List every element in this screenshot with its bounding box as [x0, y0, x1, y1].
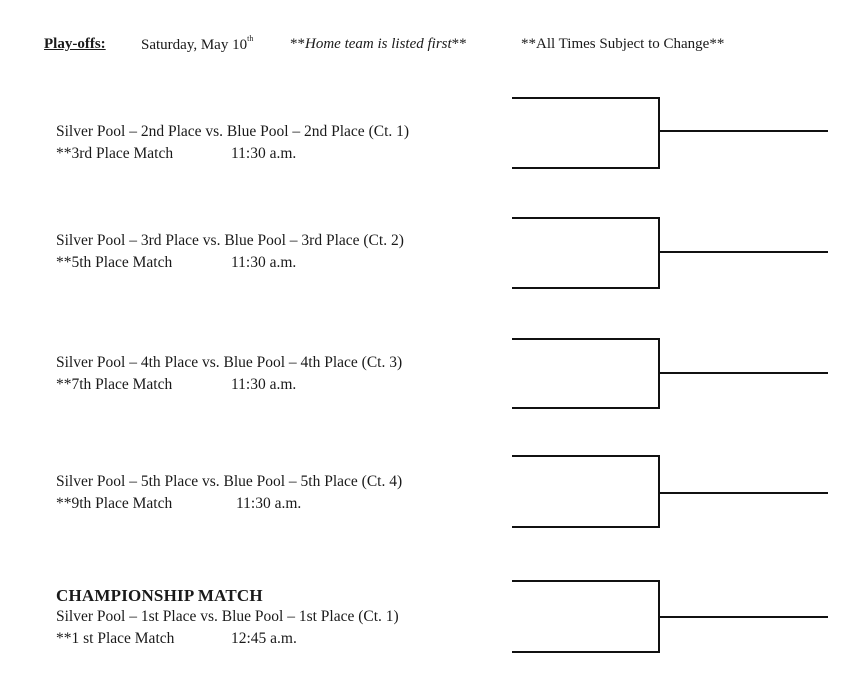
date-superscript: th — [247, 34, 254, 43]
date-text: Saturday, May 10 — [141, 37, 248, 53]
match-label: **3rd Place Match — [56, 145, 174, 162]
matchup-text: Silver Pool – 3rd Place vs. Blue Pool – … — [56, 232, 404, 249]
bracket-line — [512, 97, 828, 169]
match-label: **7th Place Match — [56, 376, 173, 393]
playoffs-date: Saturday, May 10th — [141, 34, 254, 54]
match-info: **7th Place Match 11:30 a.m. — [56, 374, 402, 396]
match-time: 11:30 a.m. — [231, 376, 297, 393]
times-subject-note: **All Times Subject to Change** — [521, 36, 725, 52]
match-label: **1 st Place Match — [56, 630, 175, 647]
bracket-line — [512, 455, 828, 528]
match-block: Silver Pool – 4th Place vs. Blue Pool – … — [56, 352, 402, 396]
bracket-line — [512, 217, 828, 289]
match-time: 11:30 a.m. — [231, 145, 297, 162]
matchup-text: Silver Pool – 5th Place vs. Blue Pool – … — [56, 473, 403, 490]
matchup-text: Silver Pool – 1st Place vs. Blue Pool – … — [56, 608, 399, 625]
match-info: **9th Place Match 11:30 a.m. — [56, 493, 402, 515]
match-time: 11:30 a.m. — [236, 495, 302, 512]
match-block: Silver Pool – 2nd Place vs. Blue Pool – … — [56, 121, 409, 165]
home-note-stars-close: ** — [451, 36, 467, 52]
match-info: **5th Place Match 11:30 a.m. — [56, 252, 404, 274]
match-time: 12:45 a.m. — [231, 630, 297, 647]
match-info: **3rd Place Match 11:30 a.m. — [56, 143, 409, 165]
match-label: **5th Place Match — [56, 254, 173, 271]
championship-title: CHAMPIONSHIP MATCH — [56, 586, 263, 605]
matchup-text: Silver Pool – 4th Place vs. Blue Pool – … — [56, 354, 403, 371]
home-team-note: **Home team is listed first** — [290, 36, 467, 53]
home-note-text: Home team is listed first — [305, 36, 452, 52]
match-label: **9th Place Match — [56, 495, 173, 512]
matchup-text: Silver Pool – 2nd Place vs. Blue Pool – … — [56, 123, 410, 140]
playoffs-title: Play-offs: — [44, 36, 106, 52]
home-note-stars-open: ** — [290, 36, 305, 52]
bracket-line — [512, 580, 828, 653]
match-block: Silver Pool – 3rd Place vs. Blue Pool – … — [56, 230, 404, 274]
championship-block: CHAMPIONSHIP MATCH Silver Pool – 1st Pla… — [56, 585, 399, 650]
match-time: 11:30 a.m. — [231, 254, 297, 271]
bracket-line — [512, 338, 828, 409]
match-info: **1 st Place Match 12:45 a.m. — [56, 628, 399, 650]
match-block: Silver Pool – 5th Place vs. Blue Pool – … — [56, 471, 402, 515]
